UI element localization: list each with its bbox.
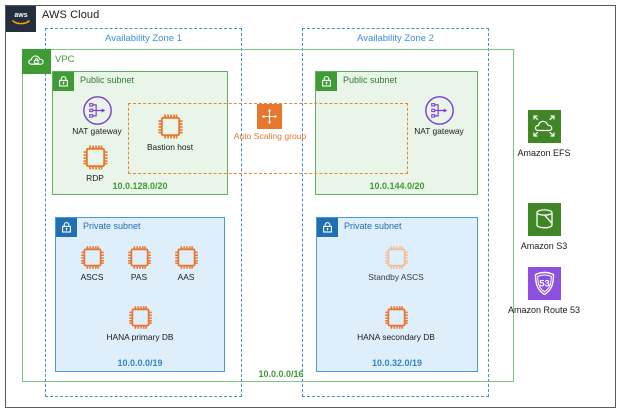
private-subnet-az2-cidr: 10.0.32.0/19	[371, 358, 423, 368]
public-subnet-az2: Public subnet	[315, 71, 478, 195]
node-pas[interactable]: PAS	[116, 243, 162, 282]
ec2-instance-icon-faded	[384, 246, 408, 269]
node-label: HANA secondary DB	[357, 332, 435, 342]
node-standby-ascs[interactable]: Standby ASCS	[356, 243, 436, 282]
service-label: Amazon S3	[520, 241, 568, 251]
public-subnet-az2-title: Public subnet	[343, 75, 398, 85]
public-subnet-az1-cidr: 10.0.128.0/20	[112, 181, 168, 191]
node-label: NAT gateway	[414, 126, 464, 136]
vpc-cidr: 10.0.0.0/16	[258, 369, 304, 379]
service-label: Amazon Route 53	[507, 305, 581, 315]
service-amazon-efs[interactable]: Amazon EFS	[496, 110, 592, 158]
availability-zone-2-label: Availability Zone 2	[357, 33, 434, 44]
node-label: NAT gateway	[72, 126, 122, 136]
node-label: Standby ASCS	[368, 272, 424, 282]
amazon-route53-icon: 53	[527, 267, 561, 300]
node-label: HANA primary DB	[106, 332, 174, 342]
node-hana-secondary-db[interactable]: HANA secondary DB	[350, 303, 442, 342]
nat-gateway-icon	[82, 96, 112, 125]
ec2-instance-icon	[80, 246, 104, 269]
ec2-instance-icon	[157, 114, 183, 139]
vpc-cloud-icon	[22, 49, 51, 74]
node-aas[interactable]: AAS	[163, 243, 209, 282]
aws-logo-icon: aws	[6, 6, 36, 32]
node-label: RDP	[86, 173, 104, 183]
node-label: PAS	[130, 272, 148, 282]
auto-scaling-group-label: Auto Scaling group	[233, 131, 307, 141]
node-nat-gateway-az2[interactable]: NAT gateway	[408, 95, 470, 136]
lock-icon	[316, 72, 337, 91]
availability-zone-1-label: Availability Zone 1	[105, 33, 182, 44]
service-amazon-s3[interactable]: Amazon S3	[496, 203, 592, 251]
service-label: Amazon EFS	[517, 148, 571, 158]
node-nat-gateway-az1[interactable]: NAT gateway	[66, 95, 128, 136]
vpc-label: VPC	[55, 54, 75, 65]
private-subnet-az2-title: Private subnet	[344, 221, 402, 231]
nat-gateway-icon	[424, 96, 454, 125]
ec2-instance-icon	[127, 246, 151, 269]
availability-zone-2-boundary	[302, 28, 489, 397]
private-subnet-az1: Private subnet	[55, 217, 225, 372]
ec2-instance-icon	[128, 306, 152, 329]
service-amazon-route53[interactable]: 53 Amazon Route 53	[496, 267, 592, 315]
auto-scaling-group-boundary	[128, 103, 408, 174]
lock-icon	[53, 72, 74, 91]
node-label: Bastion host	[146, 142, 194, 152]
svg-text:aws: aws	[14, 12, 27, 19]
svg-text:53: 53	[539, 278, 550, 289]
auto-scaling-group-icon	[257, 104, 282, 129]
amazon-efs-icon	[527, 110, 561, 143]
private-subnet-az1-title: Private subnet	[83, 221, 141, 231]
lock-icon	[56, 218, 77, 237]
public-subnet-az1: Public subnet	[52, 71, 228, 195]
ec2-instance-icon	[82, 145, 108, 170]
node-label: AAS	[177, 272, 195, 282]
private-subnet-az1-cidr: 10.0.0.0/19	[117, 358, 163, 368]
ec2-instance-icon	[384, 306, 408, 329]
amazon-s3-icon	[527, 203, 561, 236]
public-subnet-az2-cidr: 10.0.144.0/20	[369, 181, 425, 191]
vpc-boundary	[22, 49, 514, 382]
node-ascs[interactable]: ASCS	[69, 243, 115, 282]
node-bastion-host[interactable]: Bastion host	[139, 111, 201, 152]
ec2-instance-icon	[174, 246, 198, 269]
private-subnet-az2: Private subnet	[316, 217, 478, 372]
lock-icon	[317, 218, 338, 237]
public-subnet-az1-title: Public subnet	[80, 75, 135, 85]
aws-cloud-title: AWS Cloud	[42, 9, 100, 21]
node-hana-primary-db[interactable]: HANA primary DB	[104, 303, 176, 342]
node-rdp-az1[interactable]: RDP	[68, 142, 122, 183]
node-label: ASCS	[80, 272, 104, 282]
availability-zone-1-boundary	[45, 28, 242, 397]
